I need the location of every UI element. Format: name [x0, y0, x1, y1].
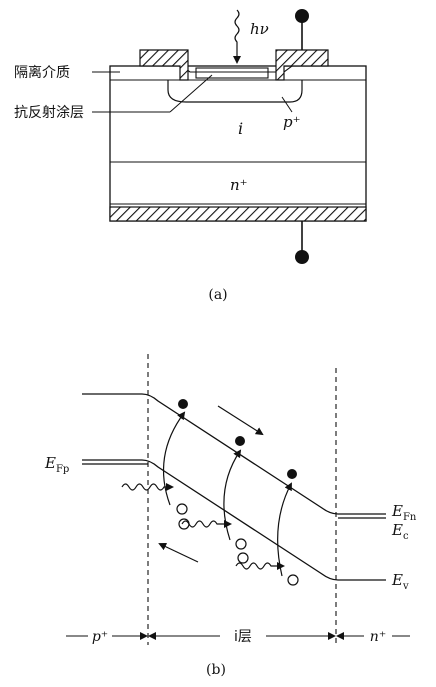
electron-3	[287, 469, 297, 479]
light-label: hν	[250, 20, 269, 38]
region-p-label: p⁺	[92, 629, 108, 645]
p-plus-label: p⁺	[283, 113, 301, 131]
device-body	[109, 65, 367, 222]
isolation-dielectric	[110, 65, 366, 73]
figure-a: hν 隔离介质 抗反射涂层 p⁺ i n⁺ (a)	[14, 9, 367, 303]
p-callout-line	[281, 96, 293, 113]
coating-callout-line-2	[169, 74, 213, 113]
hole-2	[178, 518, 190, 530]
hole-1	[176, 503, 188, 515]
electron-1	[178, 399, 188, 409]
photon-1	[121, 483, 174, 491]
electron-2	[235, 436, 245, 446]
p-plus-region	[167, 80, 303, 103]
region-i-label: i层	[234, 629, 252, 645]
ec-label: Ec	[391, 521, 409, 542]
conduction-band	[82, 393, 386, 515]
n-plus-label: n⁺	[230, 176, 248, 194]
hole-3	[235, 538, 247, 550]
excitation-arrow-3	[277, 482, 292, 577]
ar-coating-label: 抗反射涂层	[14, 105, 84, 121]
electron-drift-arrow	[217, 405, 264, 436]
figure-b: EFp EFn Ec Ev p⁺ i层 n⁺ (b)	[44, 354, 417, 678]
hole-5	[287, 574, 299, 586]
top-terminal-dot	[295, 9, 309, 23]
excitation-arrow-2	[223, 449, 242, 541]
valence-band	[82, 459, 386, 581]
efp-label: EFp	[44, 454, 69, 475]
ev-label: Ev	[391, 571, 409, 592]
i-region-label: i	[238, 119, 243, 138]
left-metal-contact	[139, 49, 189, 81]
bottom-terminal-dot	[295, 250, 309, 264]
region-n-label: n⁺	[370, 629, 386, 645]
caption-b: (b)	[206, 662, 226, 678]
bottom-contact-hatched	[109, 206, 367, 222]
photon-3	[235, 562, 285, 570]
dielectric-label: 隔离介质	[14, 64, 70, 81]
incident-light-wave	[233, 9, 241, 64]
anti-reflection-coating	[195, 67, 269, 79]
hole-drift-arrow	[158, 542, 199, 563]
photon-2	[181, 520, 232, 528]
excitation-arrow-1	[162, 411, 186, 506]
hole-4	[237, 552, 249, 564]
efn-label: EFn	[391, 502, 417, 523]
caption-a: (a)	[208, 287, 227, 303]
right-metal-contact	[275, 49, 329, 81]
